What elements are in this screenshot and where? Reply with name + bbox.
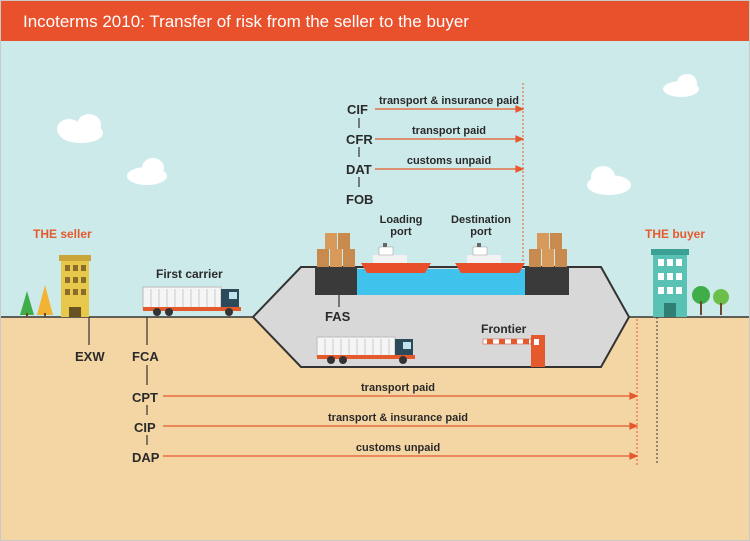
term-fob: FOB bbox=[346, 192, 374, 207]
term-cpt: CPT bbox=[132, 390, 158, 405]
term-fas: FAS bbox=[325, 309, 351, 324]
ship-loading-icon bbox=[361, 243, 431, 273]
seller-building-icon bbox=[59, 255, 91, 317]
cloud-left bbox=[57, 114, 103, 143]
seller-trees bbox=[20, 285, 53, 317]
land-arrows bbox=[163, 392, 639, 460]
note-dap: customs unpaid bbox=[355, 442, 441, 454]
first-carrier-truck-icon bbox=[142, 286, 241, 316]
term-cip: CIP bbox=[134, 420, 156, 435]
destination-crates bbox=[529, 233, 567, 267]
term-connectors bbox=[88, 118, 360, 445]
seller-label: THE seller bbox=[33, 227, 92, 241]
arrowhead-cpt bbox=[629, 392, 639, 400]
loading-dock bbox=[315, 267, 357, 295]
cloud-right-1 bbox=[587, 166, 631, 195]
note-cip: transport & insurance paid bbox=[328, 412, 468, 424]
buyer-building-icon bbox=[651, 249, 689, 317]
ship-destination-icon bbox=[455, 243, 525, 273]
note-cif: transport & insurance paid bbox=[379, 95, 519, 107]
arrowhead-dat bbox=[515, 165, 525, 173]
loading-port-label: Loading port bbox=[379, 214, 423, 238]
destination-dock bbox=[525, 267, 569, 295]
arrowhead-cfr bbox=[515, 135, 525, 143]
loading-crates bbox=[317, 233, 355, 267]
arrowhead-dap bbox=[629, 452, 639, 460]
destination-port-label: Destination port bbox=[451, 214, 511, 238]
arrowhead-cif bbox=[515, 105, 525, 113]
buyer-label: THE buyer bbox=[645, 227, 706, 241]
term-cfr: CFR bbox=[346, 132, 373, 147]
term-exw: EXW bbox=[75, 349, 105, 364]
note-cpt: transport paid bbox=[361, 382, 435, 394]
sea-arrows bbox=[375, 105, 525, 173]
page-title: Incoterms 2010: Transfer of risk from th… bbox=[23, 12, 469, 31]
cloud-right-2 bbox=[663, 74, 699, 97]
clouds bbox=[57, 74, 699, 195]
frontier-barrier-icon bbox=[482, 335, 545, 367]
sea-water bbox=[357, 269, 525, 295]
term-dat: DAT bbox=[346, 162, 372, 177]
first-carrier-label: First carrier bbox=[156, 267, 223, 281]
title-bar: Incoterms 2010: Transfer of risk from th… bbox=[1, 1, 749, 41]
frontier-label: Frontier bbox=[481, 322, 527, 336]
term-cif: CIF bbox=[347, 102, 368, 117]
cloud-mid bbox=[127, 158, 167, 185]
term-dap: DAP bbox=[132, 450, 160, 465]
buyer-trees bbox=[692, 286, 729, 315]
land-truck-icon bbox=[316, 336, 415, 364]
note-cfr: transport paid bbox=[412, 125, 486, 137]
arrowhead-cip bbox=[629, 422, 639, 430]
note-dat: customs unpaid bbox=[406, 155, 492, 167]
term-fca: FCA bbox=[132, 349, 159, 364]
